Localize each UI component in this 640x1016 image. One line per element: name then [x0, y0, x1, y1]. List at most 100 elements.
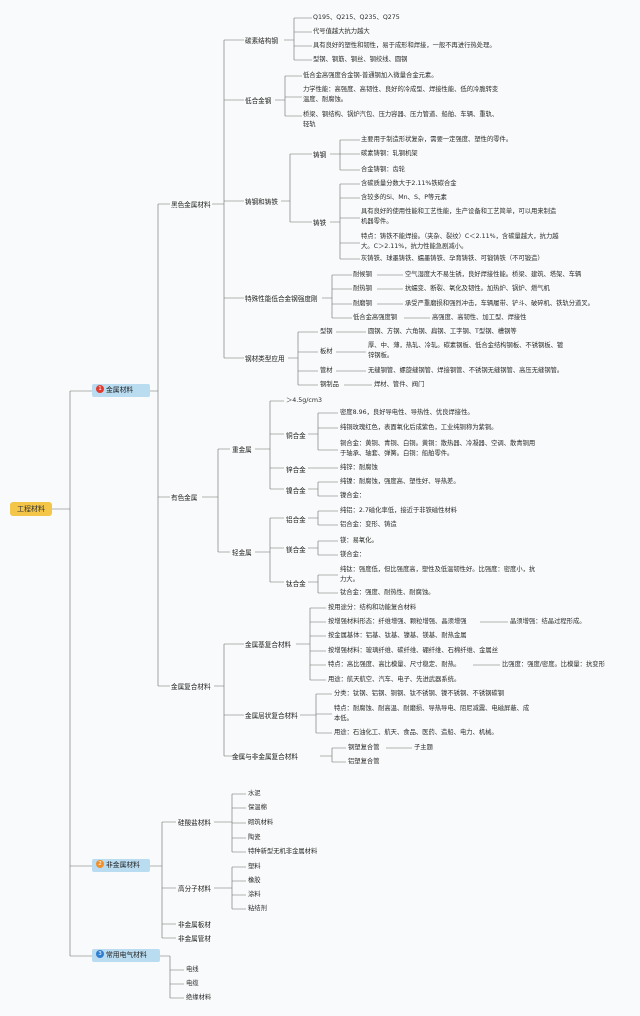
- node-copper-alloy[interactable]: 铜合金: [286, 432, 306, 440]
- leaf-item[interactable]: 于轴承、轴套、弹簧。白铜：船舶零件。: [340, 450, 454, 457]
- leaf-item[interactable]: 纯钛：强度低，但比强度高，塑性及低温韧性好。比强度：密度小，抗: [340, 566, 536, 573]
- leaf-item[interactable]: 铝塑复合管: [348, 758, 380, 765]
- leaf-item[interactable]: 按用途分：结构和功能复合材料: [328, 604, 417, 611]
- node-nonmetal-pipe[interactable]: 非金属管材: [178, 935, 211, 943]
- leaf-item[interactable]: 大。C＞2.11%，抗力性能急剧减小。: [361, 243, 468, 250]
- node-nonferrous[interactable]: 有色金属: [171, 494, 198, 502]
- leaf-item[interactable]: 高强度、高韧性、加工型、焊接性: [432, 314, 527, 321]
- leaf-item[interactable]: 承受严重磨损和强烈冲击，车辆履带、铲斗、破碎机、铁轨分道叉。: [405, 300, 594, 307]
- node-nonmetal-board[interactable]: 非金属板材: [178, 921, 211, 929]
- leaf-item[interactable]: 砌筑材料: [248, 819, 274, 826]
- leaf-item[interactable]: Q195、Q215、Q235、Q275: [313, 14, 400, 21]
- leaf-item[interactable]: 钢制品: [320, 381, 339, 388]
- leaf-item[interactable]: 纯锌：耐腐蚀: [340, 464, 378, 471]
- node-titanium-alloy[interactable]: 钛合金: [286, 580, 306, 588]
- node-layered-composite[interactable]: 金属层状复合材料: [245, 712, 298, 720]
- leaf-item[interactable]: 陶瓷: [248, 834, 261, 841]
- leaf-item[interactable]: 特种新型无机非金属材料: [248, 848, 318, 855]
- leaf-item[interactable]: 灰铸铁、球墨铸铁、蠕墨铸铁、孕育铸铁、可锻铸铁（不可锻造）: [361, 255, 544, 262]
- leaf-item[interactable]: 特点：高比强度、高比模量、尺寸稳定、耐热。: [328, 661, 461, 668]
- leaf-item[interactable]: ＞4.5g/cm3: [286, 397, 323, 404]
- leaf-item[interactable]: 纯镍：耐腐蚀，强度高、塑性好、导热差。: [340, 478, 460, 485]
- leaf-item[interactable]: 空气湿度大不易生锈，良好焊接性能。桥梁、建筑、塔架、车辆: [405, 271, 582, 278]
- leaf-item[interactable]: 电缆: [186, 980, 199, 987]
- leaf-item[interactable]: 纯铝：2.7磁化率低，接近于非铁磁性材料: [340, 507, 458, 514]
- leaf-item[interactable]: 用途：航天航空、汽车、电子、先进武器系统。: [328, 676, 461, 683]
- leaf-item[interactable]: 铝合金：变形、铸造: [340, 521, 397, 528]
- leaf-item[interactable]: 焊材、管件、阀门: [374, 381, 425, 388]
- leaf-item[interactable]: 温度、耐腐蚀。: [303, 96, 348, 103]
- node-special-steel[interactable]: 特殊性能低合金钢强度刚: [245, 295, 318, 303]
- leaf-item[interactable]: 型钢、钢筋、钢丝、钢绞线、圆钢: [313, 56, 408, 63]
- leaf-item[interactable]: 板材: [320, 348, 333, 355]
- leaf-item[interactable]: 塑料: [248, 863, 261, 870]
- leaf-item[interactable]: 耐热钢: [353, 285, 372, 292]
- node-cast[interactable]: 铸钢和铸铁: [245, 198, 278, 206]
- node-aluminum-alloy[interactable]: 铝合金: [286, 516, 306, 524]
- leaf-item[interactable]: 低合金高强度合金钢-普通钢加入微量合金元素。: [303, 72, 438, 79]
- leaf-item[interactable]: 粘结剂: [248, 905, 267, 912]
- leaf-item[interactable]: 圆钢、方钢、六角钢、扁钢、工字钢、T型钢、槽钢等: [368, 328, 517, 335]
- node-cast-iron[interactable]: 铸铁: [313, 219, 327, 227]
- leaf-item[interactable]: 桥梁、钢结构、锅炉汽包、压力容器、压力管道、船舶、车辆、重轨、: [303, 111, 499, 118]
- leaf-item[interactable]: 橡胶: [248, 877, 261, 884]
- leaf-item[interactable]: 耐候钢: [353, 271, 372, 278]
- leaf-item[interactable]: 按增强材料形态：纤维增强、颗粒增强、晶须增强: [328, 618, 467, 625]
- leaf-item[interactable]: 合金铸钢：齿轮: [361, 166, 406, 173]
- node-composite[interactable]: 金属复合材料: [171, 683, 211, 691]
- leaf-item[interactable]: 无缝钢管、螺旋缝钢管、焊接钢管、不锈钢无缝钢管、高压无缝钢管。: [368, 367, 564, 374]
- leaf-item[interactable]: 锌钢板。: [368, 352, 394, 359]
- leaf-item[interactable]: 机器零件。: [361, 218, 393, 225]
- leaf-item[interactable]: 低合金高强度钢: [353, 314, 398, 321]
- leaf-item[interactable]: 含碳质量分数大于2.11%铁碳合金: [361, 180, 457, 187]
- leaf-item[interactable]: 用途：石油化工、航天、食品、医药、造船、电力、机械。: [334, 729, 498, 736]
- node-steel-application[interactable]: 钢材类型应用: [245, 355, 285, 363]
- node-silicate[interactable]: 硅酸盐材料: [178, 819, 211, 827]
- leaf-item[interactable]: 具有良好的塑性和韧性，易于成形和焊接，一般不再进行热处理。: [313, 42, 496, 49]
- leaf-item[interactable]: 特点：铸铁不能焊接。（夹杂、裂纹）C＜2.11%，含碳量越大，抗力越: [361, 233, 559, 240]
- leaf-item[interactable]: 钢塑复合管: [348, 744, 380, 751]
- root-node[interactable]: 工程材料: [10, 502, 52, 516]
- leaf-item[interactable]: 铜合金：黄铜、青铜、白铜。黄铜：散热器、冷凝器、空调、散青铜用: [340, 440, 536, 447]
- leaf-item[interactable]: 特点：耐腐蚀、耐高温、耐磨损、导热导电、阻尼减震、电磁屏蔽、成: [334, 705, 530, 712]
- leaf-item[interactable]: 分类：钛钢、铝钢、铜钢、钛不锈钢、镍不锈钢、不锈钢碳钢: [334, 690, 505, 697]
- node-metal-nonmetal-composite[interactable]: 金属与非金属复合材料: [232, 753, 298, 761]
- leaf-item[interactable]: 本低。: [334, 715, 353, 722]
- leaf-item[interactable]: 厚、中、薄，热轧、冷轧。碳素钢板、低合金结构钢板、不锈钢板、镀: [368, 342, 564, 349]
- leaf-item[interactable]: 保温棉: [248, 804, 267, 811]
- node-heavy-metal[interactable]: 重金属: [232, 446, 252, 454]
- leaf-item[interactable]: 型钢: [320, 328, 333, 335]
- leaf-item[interactable]: 主要用于制造形状复杂，需要一定强度、塑性的零件。: [361, 136, 513, 143]
- leaf-item[interactable]: 具有良好的使用性能和工艺性能，生产设备和工艺简单，可以用来制造: [361, 208, 557, 215]
- leaf-item[interactable]: 抗蠕变、断裂、氧化及韧性。加热炉、锅炉、燃气机: [405, 285, 550, 292]
- leaf-item[interactable]: 管材: [320, 367, 333, 374]
- leaf-item[interactable]: 力学性能：高强度、高韧性、良好的冷成型、焊接性能、低的冷脆转变: [303, 86, 499, 93]
- leaf-item[interactable]: 镁合金：: [340, 551, 366, 558]
- leaf-item[interactable]: 镍合金：: [340, 492, 366, 499]
- leaf-item[interactable]: 绝缘材料: [186, 994, 212, 1001]
- leaf-item[interactable]: 纯铜玫瑰红色，表面氧化后成紫色，工业纯铜称为紫铜。: [340, 424, 498, 431]
- leaf-item[interactable]: 晶须增强：结晶过程形成。: [510, 618, 586, 625]
- leaf-item[interactable]: 比强度：强度/密度。比模量：抗变形: [502, 661, 605, 668]
- leaf-item[interactable]: 镁：易氧化。: [340, 537, 378, 544]
- node-zinc-alloy[interactable]: 锌合金: [286, 466, 306, 474]
- leaf-item[interactable]: 耐磨钢: [353, 300, 372, 307]
- node-carbon-steel[interactable]: 碳素结构钢: [245, 37, 278, 45]
- node-light-metal[interactable]: 轻金属: [232, 549, 252, 557]
- node-nickel-alloy[interactable]: 镍合金: [286, 487, 306, 495]
- node-low-alloy[interactable]: 低合金钢: [245, 97, 272, 105]
- leaf-item[interactable]: 水泥: [248, 790, 261, 797]
- leaf-item[interactable]: 密度8.96，良好导电性、导热性、优良焊接性。: [340, 409, 474, 416]
- leaf-item[interactable]: 子主题: [414, 744, 433, 751]
- leaf-item[interactable]: 按金属基体：铝基、钛基、镍基、镁基、耐热金属: [328, 632, 467, 639]
- leaf-item[interactable]: 轻轨: [303, 121, 316, 128]
- leaf-item[interactable]: 含较多的Si、Mn、S、P等元素: [361, 194, 447, 201]
- leaf-item[interactable]: 代号值越大抗力越大: [313, 28, 370, 35]
- leaf-item[interactable]: 钛合金：强度、耐热性、耐腐蚀。: [340, 589, 435, 596]
- node-cast-steel[interactable]: 铸钢: [313, 151, 327, 159]
- leaf-item[interactable]: 电线: [186, 966, 199, 973]
- node-ferrous[interactable]: 黑色金属材料: [171, 201, 211, 209]
